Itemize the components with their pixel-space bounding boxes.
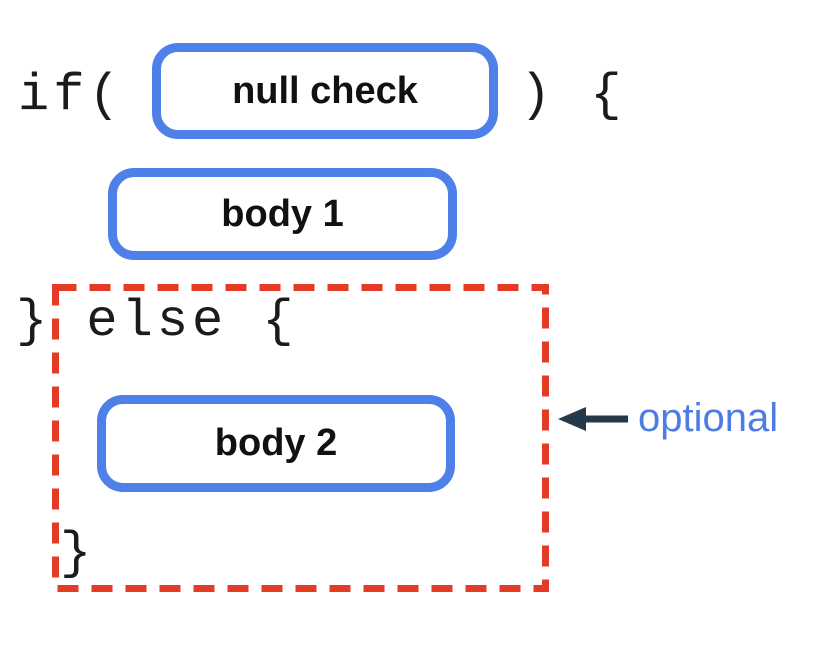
- body2-box-label: body 2: [214, 422, 338, 464]
- code-if-open: if(: [18, 66, 124, 125]
- condition-box-label: null check: [232, 69, 418, 112]
- optional-region-dashed-outline: [52, 284, 549, 592]
- code-else-line: } else {: [16, 292, 298, 351]
- optional-annotation-label: optional: [638, 396, 779, 440]
- arrow-left-icon: [558, 407, 628, 431]
- body2-box: body 2: [97, 395, 455, 492]
- condition-box: null check: [152, 43, 498, 139]
- code-closing-brace: }: [60, 524, 96, 583]
- body1-box: body 1: [108, 168, 457, 260]
- body1-box-label: body 1: [221, 192, 344, 235]
- code-if-close: ) {: [520, 66, 626, 125]
